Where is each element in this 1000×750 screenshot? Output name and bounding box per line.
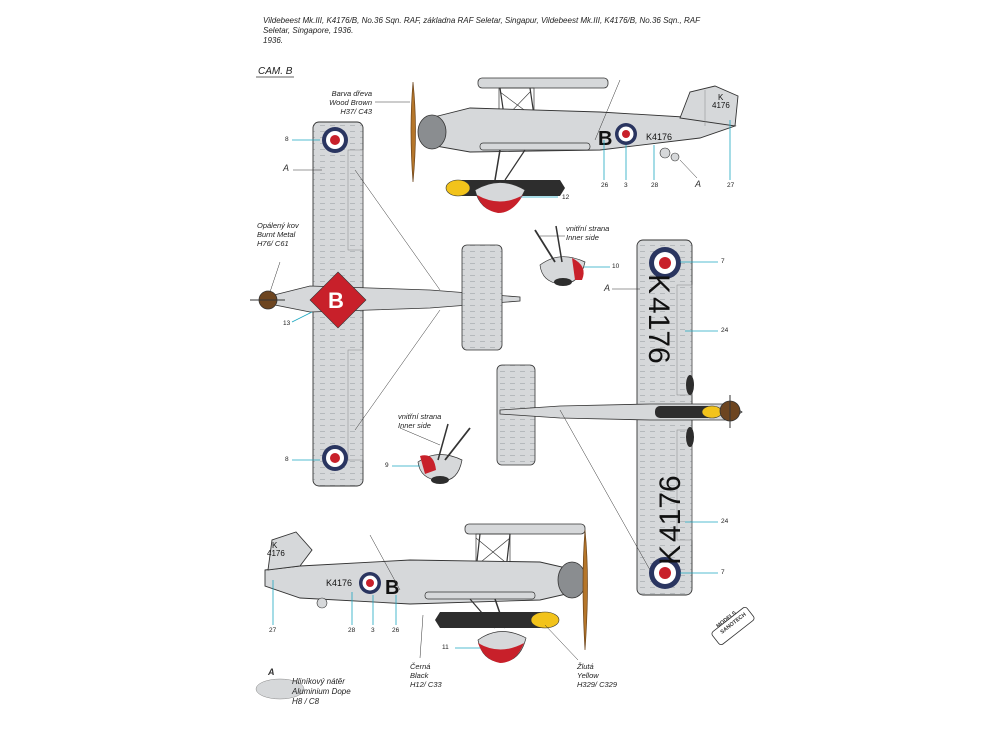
callout-num-24-bottom: 24 [721,518,729,525]
wood-brown-cz: Barva dřeva [331,89,372,98]
marker-a-top-side: A [695,179,702,189]
top-fin-number: 4176 [712,101,730,110]
wood-brown-code: H37/ C43 [340,107,372,116]
black-cz: Černá [410,662,431,671]
left-plan-view [250,121,521,487]
bottom-fin-number: 4176 [267,549,285,558]
callout-num-12: 12 [562,194,570,201]
yellow-en: Yellow [577,671,599,680]
bottom-side-view [264,523,588,663]
wing-serial-bottom-number: 4176 [654,475,687,542]
inner-side-top-cz: vnitřní strana [566,224,610,233]
bottom-callout-lines [272,580,480,649]
callout-num-24-top: 24 [721,327,729,334]
caption-czech: Vildebeest Mk.III, K4176/B, No.36 Sqn. R… [263,16,539,25]
burnt-metal-note: Opálený kov Burnt Metal H76/ C61 [257,221,317,248]
scheme-label: CAM. B [258,66,293,77]
detail-wheel-bottom [417,423,471,484]
wing-serial-top-number: 4176 [642,297,675,364]
callout-num-3-top: 3 [624,182,628,189]
inner-side-bottom-en: Inner side [398,421,431,430]
lower-callout-lines [680,261,718,574]
black-en: Black [410,671,429,680]
callout-num-27-top: 27 [727,182,735,189]
legend-text: Hliníkový nátěr Aluminium Dope H8 / C8 [292,677,392,707]
inner-side-note-bottom: vnitřní strana Inner side [398,412,468,430]
legend-name-en: Aluminium Dope [292,687,351,696]
marker-a-plan: A [283,163,290,173]
callout-num-28-top: 28 [651,182,659,189]
marker-a-lower-plan: A [604,283,611,293]
callout-num-8-top: 8 [285,136,289,143]
wing-serial-bottom-letter: K [654,545,687,565]
inner-side-bottom-cz: vnitřní strana [398,412,442,421]
yellow-cz: Žlutá [577,662,594,671]
callout-num-13: 13 [283,320,291,327]
wing-serial-top-letter: K [642,274,675,294]
black-code: H12/ C33 [410,680,442,689]
logo-stamp [711,606,755,646]
left-callout-lines [291,139,320,461]
callout-num-28-bottom: 28 [348,627,356,634]
legend-name-cz: Hliníkový nátěr [292,677,345,686]
top-callout-lines [520,120,731,198]
callout-num-3-bottom: 3 [371,627,375,634]
yellow-note: Žlutá Yellow H329/ C329 [577,662,637,689]
callout-num-27-bottom: 27 [269,627,277,634]
callout-num-10: 10 [612,263,620,270]
detail-wheel-top [534,225,586,286]
caption-english: Vildebeest Mk.III, K4176/B, No.36 Sqn., … [263,16,700,35]
yellow-code: H329/ C329 [577,680,618,689]
top-fin-letter: K [718,93,724,102]
legend-swatch [255,678,305,700]
burnt-metal-code: H76/ C61 [257,239,289,248]
callout-num-26-bottom: 26 [392,627,400,634]
callout-num-7-top: 7 [721,258,725,265]
legend-letter: A [268,667,275,677]
top-fuselage-serial: K4176 [646,132,672,142]
bottom-code-letter: B [385,577,399,599]
caption: Vildebeest Mk.III, K4176/B, No.36 Sqn. R… [263,16,723,46]
lower-plan-view [496,239,743,596]
inner-side-note-top: vnitřní strana Inner side [566,224,636,242]
callout-num-7-bottom: 7 [721,569,725,576]
legend-code: H8 / C8 [292,697,320,706]
caption-year: 1936. [263,36,284,45]
callout-num-9: 9 [385,462,389,469]
black-note: Černá Black H12/ C33 [410,662,460,689]
wood-brown-note: Barva dřeva Wood Brown H37/ C43 [312,89,372,116]
bottom-fin-letter: K [272,541,278,550]
plan-code-letter: B [328,288,344,313]
wood-brown-en: Wood Brown [329,98,372,107]
callout-num-11: 11 [442,644,449,651]
callout-num-26-top: 26 [601,182,609,189]
bottom-fuselage-serial: K4176 [326,578,352,588]
burnt-metal-cz: Opálený kov [257,221,299,230]
burnt-metal-en: Burnt Metal [257,230,296,239]
callout-num-8-bottom: 8 [285,456,289,463]
top-code-letter: B [598,128,612,150]
top-side-view [410,77,739,213]
inner-side-top-en: Inner side [566,233,599,242]
